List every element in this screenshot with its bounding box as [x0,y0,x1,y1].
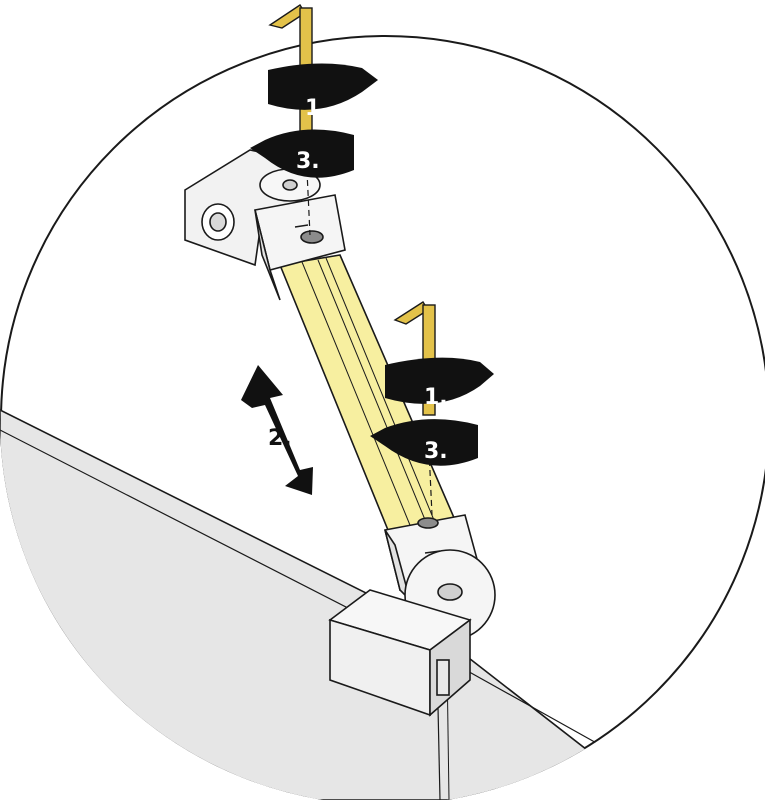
step-lower-tighten: 3. [424,439,448,464]
upper-wall-bracket [184,149,321,267]
lower-bar-clamp [384,514,496,641]
double-arrow-icon [241,365,313,495]
rotation-arrow-icon [370,357,494,466]
step-adjust: 2. [268,426,292,451]
upper-bar-clamp [254,194,346,301]
step-upper-tighten: 3. [296,149,320,174]
step-lower-loosen: 1. [424,385,448,410]
rotation-arrow-icon [250,63,378,178]
step-upper-loosen: 1. [305,96,329,121]
glass-clamp [328,589,472,717]
